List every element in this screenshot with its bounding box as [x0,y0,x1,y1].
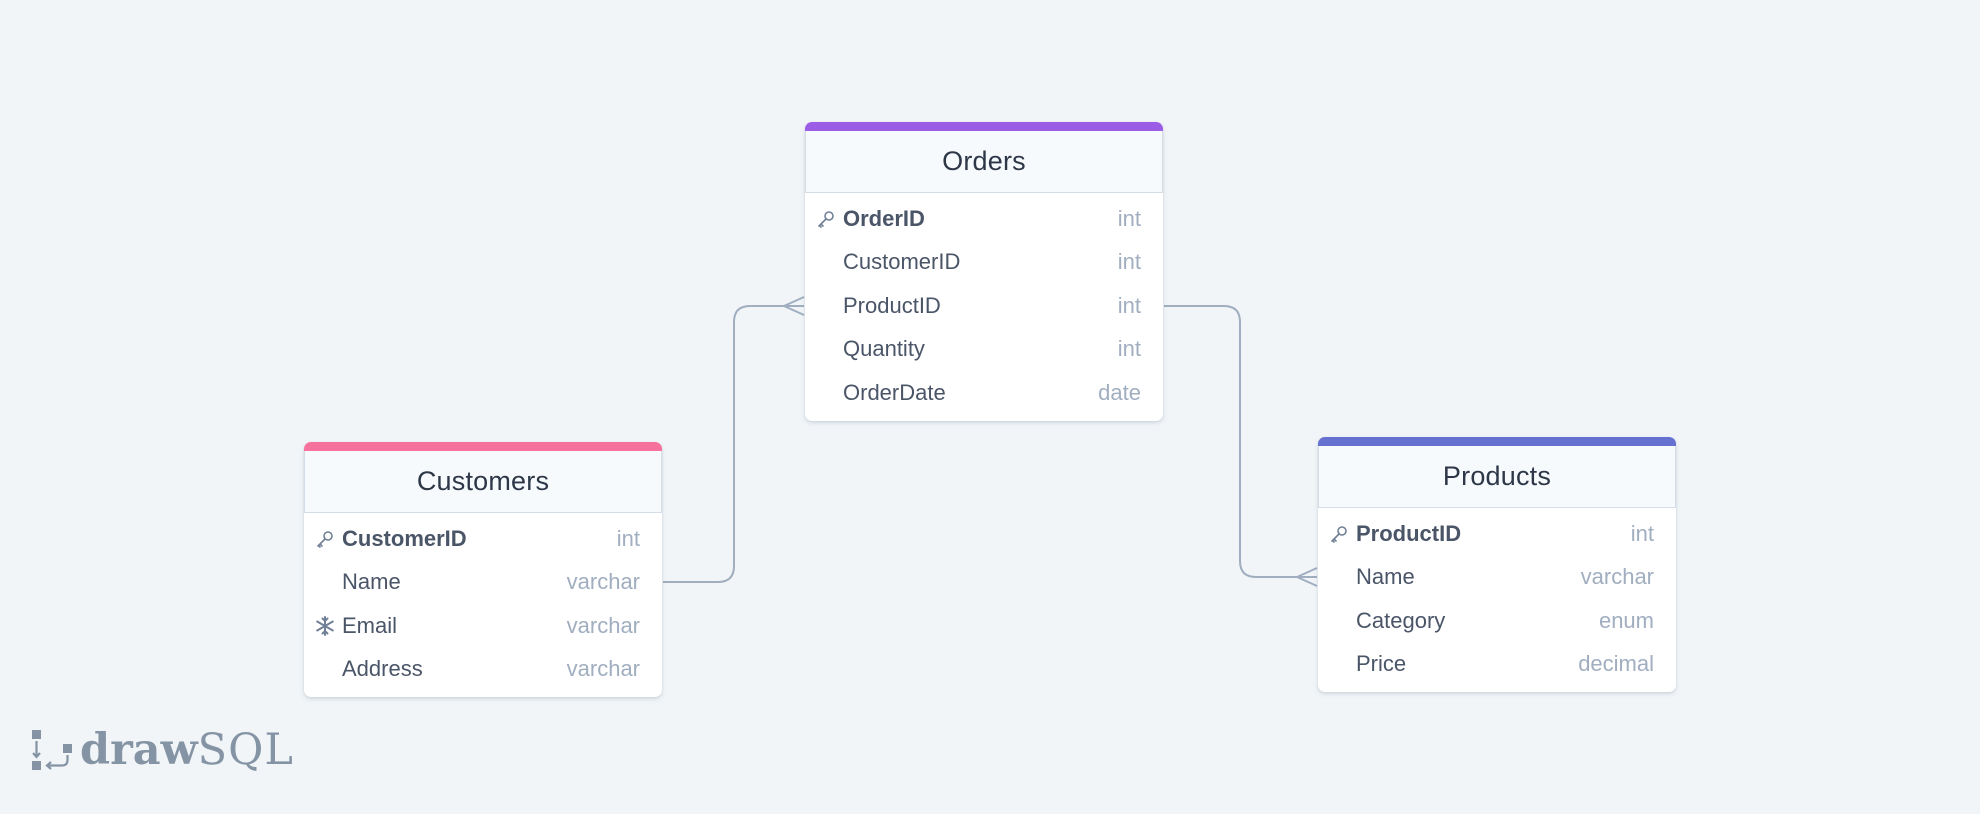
column-name: ProductID [843,292,941,318]
column-type: decimal [1578,651,1654,677]
column-row[interactable]: ProductID int [805,284,1163,328]
snowflake-icon [315,615,335,636]
table-customers[interactable]: Customers CustomerID int Name varchar Em… [304,442,662,697]
column-row[interactable]: Name varchar [1318,556,1676,600]
column-row[interactable]: Quantity int [805,328,1163,372]
crows-foot-products-icon [1296,567,1318,587]
column-row[interactable]: CustomerID int [805,241,1163,285]
table-products[interactable]: Products ProductID int Name varchar Cate… [1318,437,1676,692]
column-type: int [616,525,640,551]
column-type: varchar [566,569,640,595]
column-row[interactable]: OrderDate date [805,371,1163,415]
column-row[interactable]: ProductID int [1318,512,1676,556]
column-name: Name [342,569,401,595]
key-icon [816,209,836,229]
column-type: int [1117,292,1141,318]
column-row[interactable]: CustomerID int [304,517,662,561]
table-color-bar [1318,437,1676,446]
column-name: Name [1356,564,1415,590]
column-row[interactable]: Address varchar [304,648,662,692]
column-row[interactable]: Email varchar [304,604,662,648]
column-type: enum [1598,607,1654,633]
column-name: CustomerID [843,249,961,275]
table-header[interactable]: Customers [304,451,662,513]
table-color-bar [805,122,1163,131]
column-type: date [1098,379,1141,405]
column-name: Email [342,612,398,638]
table-title: Customers [416,466,550,496]
column-name: OrderDate [843,379,946,405]
key-icon [1329,524,1349,544]
column-name: Price [1356,651,1407,677]
column-name: CustomerID [342,525,467,551]
relationship-line-customers-orders[interactable] [663,305,804,583]
column-type: int [1117,336,1141,362]
column-row[interactable]: OrderID int [805,197,1163,241]
drawsql-logo-icon [32,730,72,770]
column-type: int [1117,249,1141,275]
table-header[interactable]: Orders [805,131,1163,193]
table-header[interactable]: Products [1318,446,1676,508]
table-orders[interactable]: Orders OrderID int CustomerID int Produc… [805,122,1163,421]
table-color-bar [304,442,662,451]
column-row[interactable]: Category enum [1318,599,1676,643]
column-type: varchar [566,656,640,682]
column-row[interactable]: Name varchar [304,561,662,605]
column-type: varchar [1580,564,1654,590]
column-name: OrderID [843,205,925,231]
logo-text-sql: SQL [197,725,294,775]
column-type: varchar [566,612,640,638]
logo-text-draw: draw [80,725,198,775]
column-row[interactable]: Price decimal [1318,643,1676,687]
relationship-line-orders-products[interactable] [1164,305,1317,578]
column-name: Category [1356,607,1446,633]
table-title: Orders [942,146,1026,176]
key-icon [315,529,335,549]
column-name: Quantity [843,336,925,362]
column-name: Address [342,656,423,682]
column-type: int [1630,520,1654,546]
crows-foot-orders-icon [783,296,805,316]
table-title: Products [1442,461,1552,491]
column-type: int [1117,205,1141,231]
column-name: ProductID [1356,520,1462,546]
